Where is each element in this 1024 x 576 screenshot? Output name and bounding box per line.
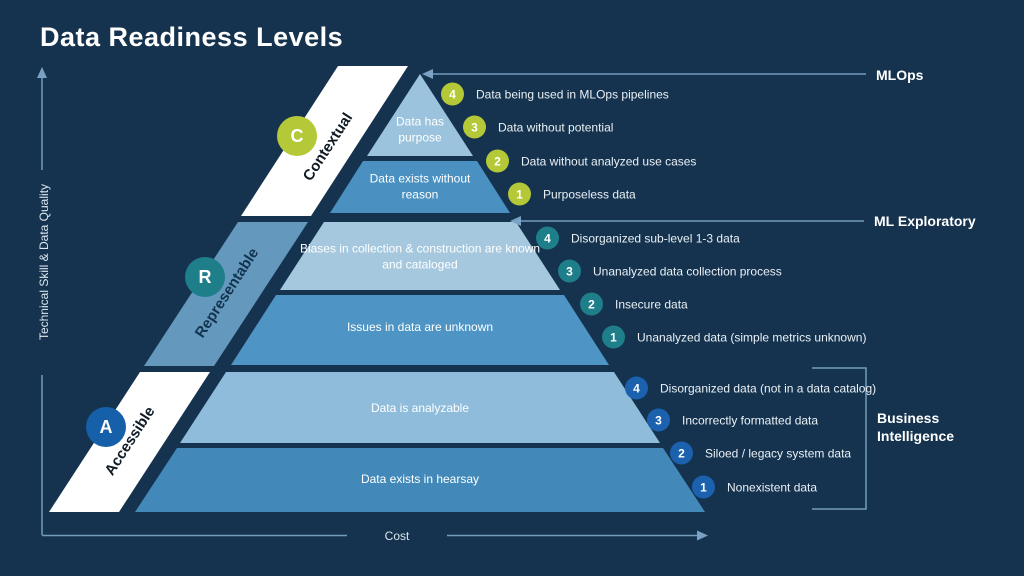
- level-badge: 3: [463, 115, 486, 139]
- band-contextual: [241, 66, 408, 216]
- band-representable: [144, 222, 308, 366]
- annotation-mlops-4: 4 Data being used in MLOps pipelines: [441, 82, 669, 106]
- ml-exploratory-arrowhead-icon: [510, 216, 521, 226]
- annotation-label: Data without potential: [498, 120, 614, 134]
- annotation-label: Incorrectly formatted data: [682, 413, 819, 427]
- tier-circle-accessible: A: [86, 407, 126, 447]
- row-label-data-hearsay: Data exists in hearsay: [360, 472, 480, 487]
- annotation-label: Nonexistent data: [727, 480, 818, 494]
- x-axis-label: Cost: [384, 529, 410, 543]
- level-badge: 3: [647, 408, 670, 432]
- annotation-bi-2: 2 Siloed / legacy system data: [670, 441, 852, 465]
- row-label-biases-known: Biases in collection & construction are …: [299, 241, 541, 271]
- level-badge: 1: [692, 475, 715, 499]
- band-accessible: [49, 372, 210, 512]
- y-axis-arrowhead-icon: [37, 67, 47, 78]
- row-label-data-has-purpose: Data has purpose: [395, 114, 445, 144]
- annotation-label: Data being used in MLOps pipelines: [476, 87, 669, 101]
- annotation-mlops-1: 1 Purposeless data: [508, 182, 636, 206]
- annotation-label: Insecure data: [615, 297, 688, 311]
- level-badge: 3: [558, 259, 581, 283]
- page-title: Data Readiness Levels: [40, 22, 344, 52]
- level-badge: 1: [602, 325, 625, 349]
- annotation-mlexp-1: 1 Unanalyzed data (simple metrics unknow…: [602, 325, 867, 349]
- level-badge: 2: [580, 292, 603, 316]
- annotation-mlexp-3: 3 Unanalyzed data collection process: [558, 259, 782, 283]
- row-label-issues-unknown: Issues in data are unknown: [346, 320, 494, 335]
- annotation-label: Data without analyzed use cases: [521, 154, 697, 168]
- y-axis-label: Technical Skill & Data Quality: [37, 183, 51, 341]
- level-badge: 4: [625, 376, 648, 400]
- pyramid-row-accessible-bottom: [135, 448, 705, 512]
- mlops-arrowhead-icon: [422, 69, 433, 79]
- annotation-mlops-2: 2 Data without analyzed use cases: [486, 149, 697, 173]
- annotation-label: Siloed / legacy system data: [705, 446, 852, 460]
- tier-circle-contextual: C: [277, 116, 317, 156]
- annotation-mlexp-2: 2 Insecure data: [580, 292, 688, 316]
- annotation-label: Disorganized data (not in a data catalog…: [660, 381, 877, 395]
- level-badge: 4: [536, 226, 559, 250]
- annotation-mlops-3: 3 Data without potential: [463, 115, 614, 139]
- group-label-business-intelligence: Business Intelligence: [877, 409, 955, 444]
- level-badge: 4: [441, 82, 464, 106]
- annotation-bi-4: 4 Disorganized data (not in a data catal…: [625, 376, 877, 400]
- pyramid-row-representable-top: [280, 222, 560, 290]
- level-badge: 2: [486, 149, 509, 173]
- annotation-mlexp-4: 4 Disorganized sub-level 1-3 data: [536, 226, 740, 250]
- group-label-ml-exploratory: ML Exploratory: [874, 212, 976, 229]
- level-badge: 1: [508, 182, 531, 206]
- pyramid-row-contextual-top: [367, 74, 473, 156]
- group-label-mlops: MLOps: [876, 66, 924, 83]
- tier-circle-representable: R: [185, 257, 225, 297]
- annotation-label: Disorganized sub-level 1-3 data: [571, 231, 740, 245]
- annotation-bi-3: 3 Incorrectly formatted data: [647, 408, 819, 432]
- level-badge: 2: [670, 441, 693, 465]
- pyramid-row-accessible-top: [180, 372, 660, 443]
- pyramid-row-representable-bottom: [231, 295, 609, 365]
- row-label-data-exists-without-reason: Data exists without reason: [369, 171, 471, 201]
- business-intelligence-bracket: [812, 367, 867, 510]
- annotation-bi-1: 1 Nonexistent data: [692, 475, 818, 499]
- x-axis-arrowhead-icon: [697, 530, 708, 541]
- annotation-label: Unanalyzed data collection process: [593, 264, 782, 278]
- annotation-label: Unanalyzed data (simple metrics unknown): [637, 330, 867, 344]
- annotation-label: Purposeless data: [543, 187, 636, 201]
- pyramid-row-contextual-bottom: [330, 161, 510, 213]
- row-label-data-analyzable: Data is analyzable: [370, 401, 470, 416]
